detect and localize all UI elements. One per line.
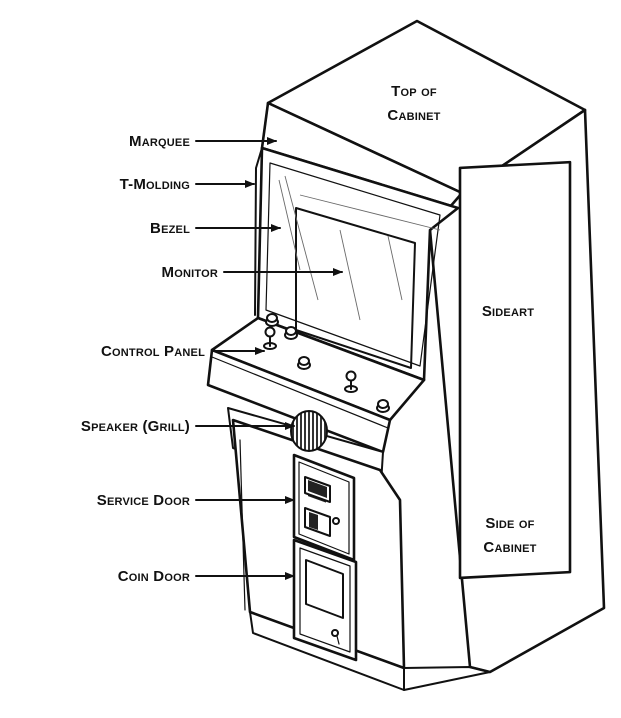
label-side-of-cabinet-line1: Side of (485, 515, 534, 532)
label-bezel: Bezel (150, 220, 190, 237)
label-service-door: Service Door (97, 492, 190, 509)
button-2 (284, 326, 298, 340)
label-control-panel: Control Panel (101, 343, 205, 360)
bezel-frame (256, 146, 460, 382)
controls (263, 313, 390, 413)
coin-door (292, 538, 358, 662)
label-speaker: Speaker (Grill) (81, 418, 190, 435)
joystick-left (263, 326, 277, 350)
label-t-molding: T-Molding (120, 176, 190, 193)
speaker-grill (290, 410, 328, 452)
label-sideart: Sideart (482, 303, 534, 320)
button-4 (376, 399, 390, 413)
bezel-inner (265, 162, 441, 367)
labels: Marquee T-Molding Bezel Monitor Control … (81, 83, 537, 585)
t-molding-edge (254, 102, 269, 316)
monitor-screen (295, 207, 416, 369)
service-door (292, 453, 356, 562)
button-3 (297, 356, 311, 370)
label-side-of-cabinet-line2: Cabinet (483, 539, 536, 556)
joystick-right (344, 370, 358, 393)
label-coin-door: Coin Door (118, 568, 190, 585)
sideart-panel (458, 160, 572, 580)
button-1 (265, 313, 279, 327)
label-top-of-cabinet-line2: Cabinet (387, 107, 440, 124)
callout-arrows (195, 137, 343, 580)
label-marquee: Marquee (129, 133, 190, 150)
label-monitor: Monitor (162, 264, 218, 281)
label-top-of-cabinet-line1: Top of (391, 83, 437, 100)
